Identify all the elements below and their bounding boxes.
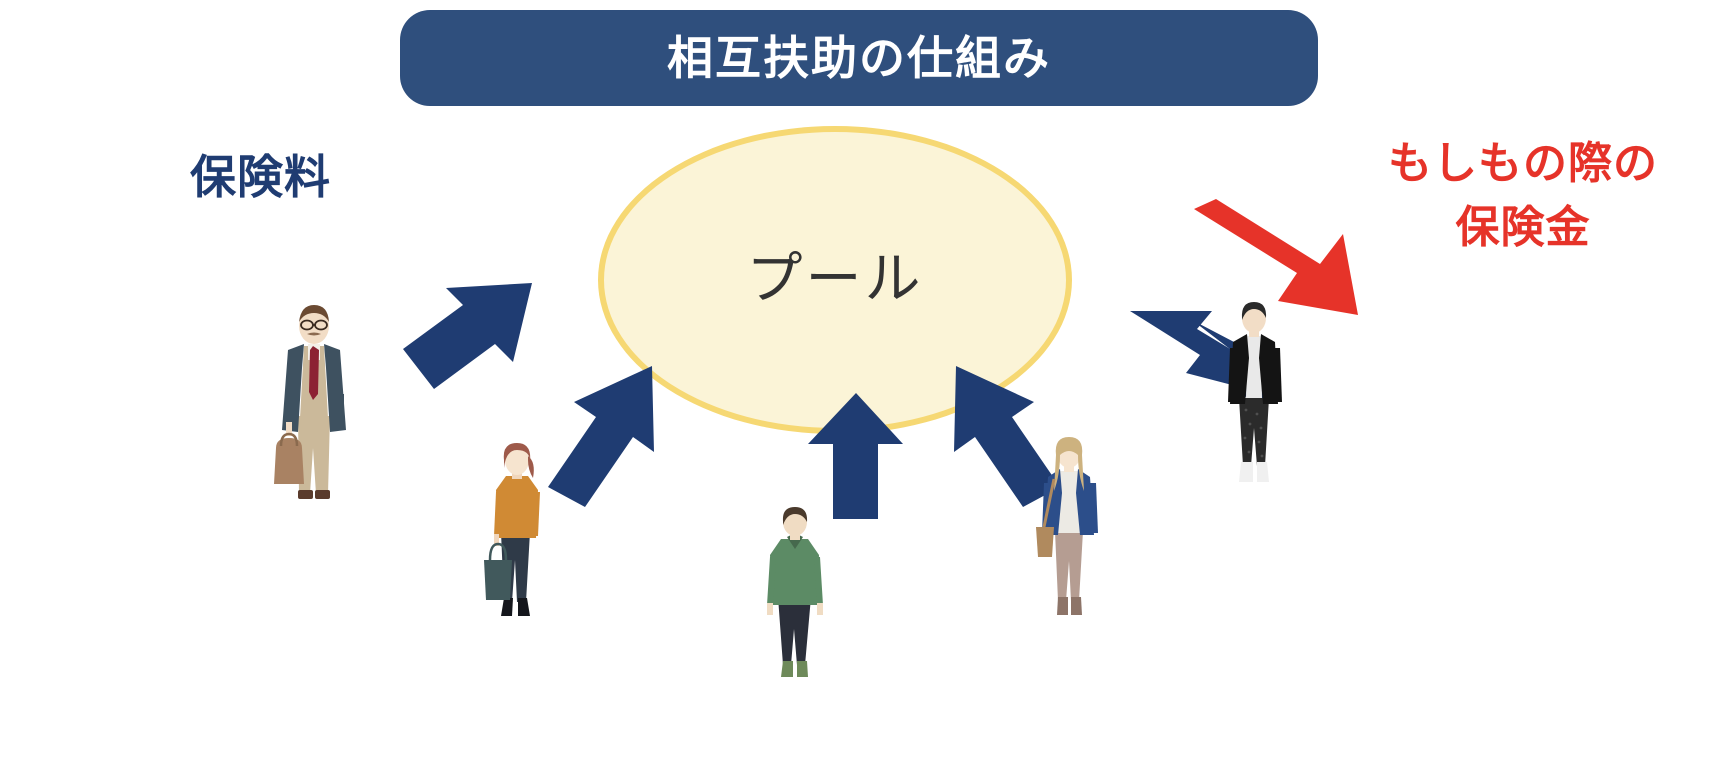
person-woman-in-blue-blazer (1036, 437, 1098, 615)
title-text: 相互扶助の仕組み (667, 31, 1051, 85)
inflow-arrow-1 (403, 283, 532, 389)
outflow-arrow-red (1194, 199, 1358, 315)
payout-label-line1: もしもの際の (1388, 138, 1658, 189)
person-man-in-green-jacket (767, 507, 823, 677)
payout-label: もしもの際の 保険金 (1388, 132, 1658, 260)
pool-ellipse: プール (598, 126, 1072, 434)
title-banner: 相互扶助の仕組み (400, 10, 1318, 106)
payout-label-line2: 保険金 (1455, 201, 1591, 253)
person-woman-with-tote (484, 443, 540, 616)
person-businessman-with-bag (274, 305, 346, 499)
premium-label: 保険料 (190, 150, 331, 204)
pool-label: プール (746, 247, 924, 312)
person-man-in-black-jacket (1228, 302, 1282, 482)
